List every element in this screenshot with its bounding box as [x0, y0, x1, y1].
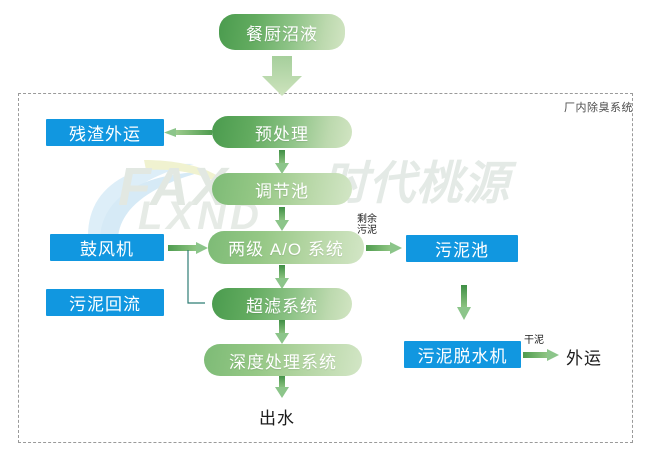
arrow-ultrafiltration-to-advanced [275, 320, 289, 344]
node-two-stage-ao-label: 两级 A/O 系统 [228, 240, 344, 259]
connector-ultrafiltration-return-loop [187, 250, 205, 304]
node-blower[interactable]: 鼓风机 [50, 234, 164, 261]
plant-boundary [18, 93, 633, 443]
arrow-dewaterer-to-offsite [523, 349, 559, 361]
node-sludge-pond-label: 污泥池 [435, 241, 489, 260]
edge-label-excess-sludge-line1: 剩余 [357, 214, 377, 225]
node-offsite-transport: 外运 [566, 349, 602, 368]
edge-label-excess-sludge: 剩余 污泥 [357, 214, 377, 236]
node-residue-export[interactable]: 残渣外运 [46, 119, 164, 146]
plant-boundary-label: 厂内除臭系统 [564, 102, 633, 114]
node-sludge-dewaterer[interactable]: 污泥脱水机 [404, 341, 521, 368]
node-advanced-treatment[interactable]: 深度处理系统 [204, 344, 362, 376]
node-effluent: 出水 [259, 409, 295, 428]
arrow-ao-to-ultrafiltration [275, 265, 289, 289]
arrow-inlet-to-pretreatment [262, 56, 302, 96]
arrow-blower-to-ao [168, 242, 208, 254]
edge-label-excess-sludge-line2: 污泥 [357, 225, 377, 236]
node-sludge-return[interactable]: 污泥回流 [46, 289, 164, 316]
node-residue-export-label: 残渣外运 [69, 125, 141, 144]
node-equalization-tank[interactable]: 调节池 [212, 173, 352, 205]
node-pretreatment[interactable]: 预处理 [212, 116, 352, 148]
node-blower-label: 鼓风机 [80, 240, 134, 259]
node-advanced-treatment-label: 深度处理系统 [229, 352, 337, 372]
arrow-pretreatment-to-residue [164, 128, 212, 137]
arrow-advanced-to-effluent [275, 375, 289, 398]
node-ultrafiltration-label: 超滤系统 [246, 296, 318, 316]
node-ultrafiltration[interactable]: 超滤系统 [212, 288, 352, 320]
node-inlet[interactable]: 餐厨沼液 [219, 14, 345, 50]
edge-label-dry-sludge: 干泥 [524, 335, 544, 346]
node-inlet-label: 餐厨沼液 [246, 24, 318, 44]
node-sludge-return-label: 污泥回流 [69, 295, 141, 314]
arrow-sludge-pond-to-dewaterer [457, 285, 471, 320]
node-pretreatment-label: 预处理 [255, 124, 309, 144]
node-sludge-pond[interactable]: 污泥池 [406, 235, 518, 262]
arrow-pretreatment-to-equalization [275, 150, 289, 174]
node-two-stage-ao[interactable]: 两级 A/O 系统 [208, 231, 364, 264]
node-sludge-dewaterer-label: 污泥脱水机 [417, 347, 508, 366]
arrow-equalization-to-ao [275, 207, 289, 231]
node-equalization-tank-label: 调节池 [255, 181, 309, 201]
arrow-ao-to-sludge-pond [366, 242, 402, 254]
